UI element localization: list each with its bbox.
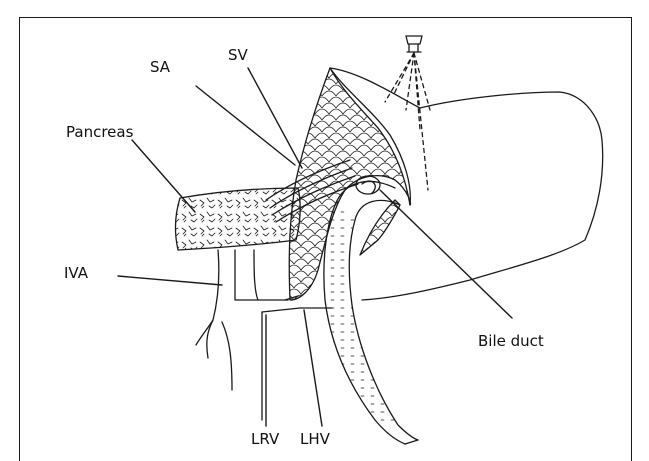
label-bile-duct: Bile duct xyxy=(478,334,544,349)
label-pancreas: Pancreas xyxy=(66,125,133,140)
label-sa: SA xyxy=(150,60,170,75)
label-lrv: LRV xyxy=(251,432,279,447)
liver-shape xyxy=(330,68,603,300)
label-lhv: LHV xyxy=(300,432,330,447)
pancreas-shape xyxy=(176,188,301,250)
label-sv: SV xyxy=(228,48,248,63)
label-iva: IVA xyxy=(64,266,88,281)
bile-duct-shape xyxy=(324,176,418,444)
